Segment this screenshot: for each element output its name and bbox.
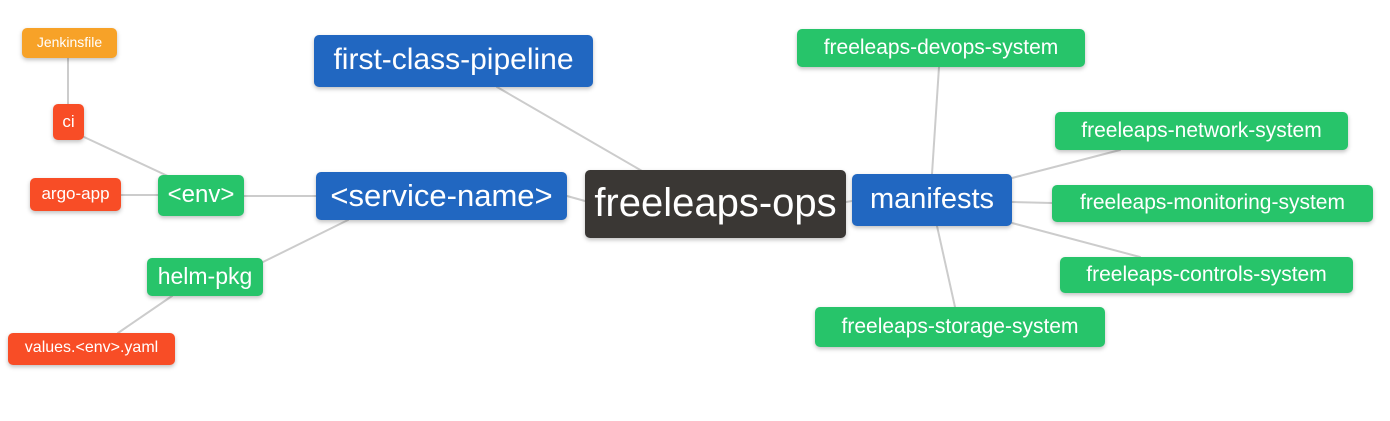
node-freeleaps-storage-system-label: freeleaps-storage-system [841,314,1079,338]
node-first-class-pipeline[interactable]: first-class-pipeline [314,35,593,87]
node-first-class-pipeline-label: first-class-pipeline [333,43,574,76]
edge-manifests-to-freeleaps-monitoring-system [1011,201,1053,204]
node-freeleaps-monitoring-system-label: freeleaps-monitoring-system [1080,191,1345,214]
node-jenkinsfile[interactable]: Jenkinsfile [22,28,117,58]
node-freeleaps-storage-system[interactable]: freeleaps-storage-system [815,307,1105,347]
node-manifests-label: manifests [869,182,995,215]
node-service-name-label: <service-name> [330,177,553,213]
node-env-label: <env> [167,180,235,208]
edge-ci-to-env [83,136,173,179]
node-helm-pkg-label: helm-pkg [157,262,253,289]
node-values-env-yaml[interactable]: values.<env>.yaml [8,333,175,365]
node-freeleaps-controls-system-label: freeleaps-controls-system [1086,262,1327,286]
edge-manifests-to-freeleaps-controls-system [1011,222,1141,258]
node-freeleaps-devops-system[interactable]: freeleaps-devops-system [797,29,1085,67]
node-freeleaps-monitoring-system[interactable]: freeleaps-monitoring-system [1052,185,1373,222]
node-jenkinsfile-label: Jenkinsfile [36,34,103,50]
node-service-name[interactable]: <service-name> [316,172,567,220]
node-freeleaps-ops-root[interactable]: freeleaps-ops [585,170,846,238]
node-values-env-yaml-label: values.<env>.yaml [24,339,159,356]
node-freeleaps-network-system[interactable]: freeleaps-network-system [1055,112,1348,150]
edge-helm-pkg-to-service-name [262,219,349,263]
node-argo-app[interactable]: argo-app [30,178,121,211]
edge-service-name-to-freeleaps-ops [566,195,586,202]
edge-manifests-to-freeleaps-network-system [1011,149,1121,179]
node-ci-label: ci [62,111,75,131]
edge-values-env-yaml-to-helm-pkg [117,295,173,334]
node-helm-pkg[interactable]: helm-pkg [147,258,263,296]
node-freeleaps-ops-label: freeleaps-ops [594,181,837,225]
node-freeleaps-network-system-label: freeleaps-network-system [1081,118,1322,142]
node-ci[interactable]: ci [53,104,84,140]
node-freeleaps-controls-system[interactable]: freeleaps-controls-system [1060,257,1353,293]
edge-first-class-pipeline-to-freeleaps-ops [496,86,643,172]
node-freeleaps-devops-system-label: freeleaps-devops-system [823,35,1059,59]
edge-manifests-to-freeleaps-devops-system [931,66,940,175]
edge-manifests-to-freeleaps-storage-system [936,225,956,308]
node-manifests[interactable]: manifests [852,174,1012,226]
node-argo-app-label: argo-app [41,184,110,203]
node-env[interactable]: <env> [158,175,244,216]
